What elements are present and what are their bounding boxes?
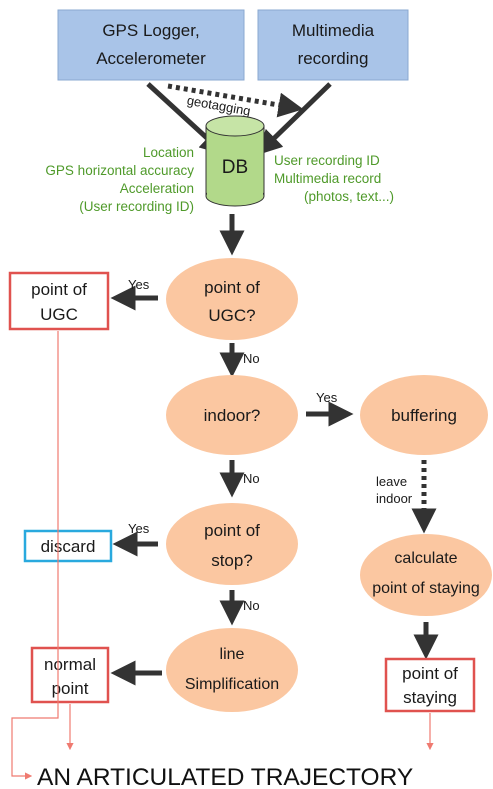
gps-logger-label-1: GPS Logger,: [102, 21, 199, 40]
calculate-line1: calculate: [394, 550, 457, 567]
line-simplification-line2: Simplification: [185, 676, 279, 693]
output-point-of-ugc: point of UGC: [8, 271, 110, 331]
db-label: DB: [222, 157, 248, 178]
multimedia-label-2: recording: [298, 49, 369, 68]
leave-indoor-line1: leave: [376, 474, 407, 489]
output-ugc-line1: point of: [31, 280, 87, 299]
decision-indoor-label: indoor?: [204, 406, 261, 425]
articulated-trajectory-title: AN ARTICULATED TRAJECTORY: [37, 764, 413, 789]
output-discard-label: discard: [41, 537, 96, 556]
calculate-line2: point of staying: [372, 580, 480, 597]
decision-ugc-line1: point of: [204, 278, 260, 297]
line-simplification-line1: line: [220, 646, 245, 663]
db-right-fields: User recording ID Multimedia record (pho…: [274, 153, 394, 204]
ugc-yes-label: Yes: [128, 277, 150, 292]
db-field-location: Location: [143, 145, 194, 160]
db-field-photos-text: (photos, text...): [304, 189, 394, 204]
stop-yes-label: Yes: [128, 521, 150, 536]
db-field-multimedia-record: Multimedia record: [274, 171, 381, 186]
db-left-fields: Location GPS horizontal accuracy Acceler…: [45, 145, 194, 214]
step-line-simplification: line Simplification: [166, 628, 298, 712]
db-field-user-recording-id: (User recording ID): [79, 199, 194, 214]
output-discard: discard: [23, 529, 113, 563]
stop-no-label: No: [243, 598, 260, 613]
multimedia-box: Multimedia recording: [257, 9, 409, 81]
gps-logger-label-2: Accelerometer: [96, 49, 206, 68]
indoor-no-label: No: [243, 471, 260, 486]
db-field-acceleration: Acceleration: [120, 181, 194, 196]
buffering-label: buffering: [391, 406, 457, 425]
output-normal-point: normal point: [30, 646, 110, 704]
decision-point-of-stop: point of stop?: [166, 503, 298, 585]
ugc-no-label: No: [243, 351, 260, 366]
output-normal-line2: point: [52, 679, 89, 698]
db-cylinder: DB: [205, 115, 265, 207]
decision-ugc-line2: UGC?: [208, 306, 255, 325]
arrow-geotagging: [167, 83, 304, 118]
decision-stop-line2: stop?: [211, 551, 253, 570]
decision-stop-line1: point of: [204, 521, 260, 540]
multimedia-label-1: Multimedia: [292, 21, 375, 40]
db-field-accuracy: GPS horizontal accuracy: [45, 163, 194, 178]
output-normal-line1: normal: [44, 655, 96, 674]
line-ugc-to-trajectory: [11, 331, 59, 780]
step-buffering: buffering: [360, 375, 488, 455]
output-ugc-line2: UGC: [40, 305, 78, 324]
db-field-user-recording-id-right: User recording ID: [274, 153, 380, 168]
decision-point-of-ugc: point of UGC?: [166, 258, 298, 340]
leave-indoor-line2: indoor: [376, 491, 413, 506]
arrow-multimedia-to-db: [256, 82, 332, 156]
output-staying-line1: point of: [402, 664, 458, 683]
output-staying-line2: staying: [403, 688, 457, 707]
output-point-of-staying: point of staying: [384, 657, 476, 713]
step-calculate-point-of-staying: calculate point of staying: [360, 534, 492, 616]
decision-indoor: indoor?: [166, 375, 298, 455]
indoor-yes-label: Yes: [316, 390, 338, 405]
gps-logger-box: GPS Logger, Accelerometer: [57, 9, 245, 81]
